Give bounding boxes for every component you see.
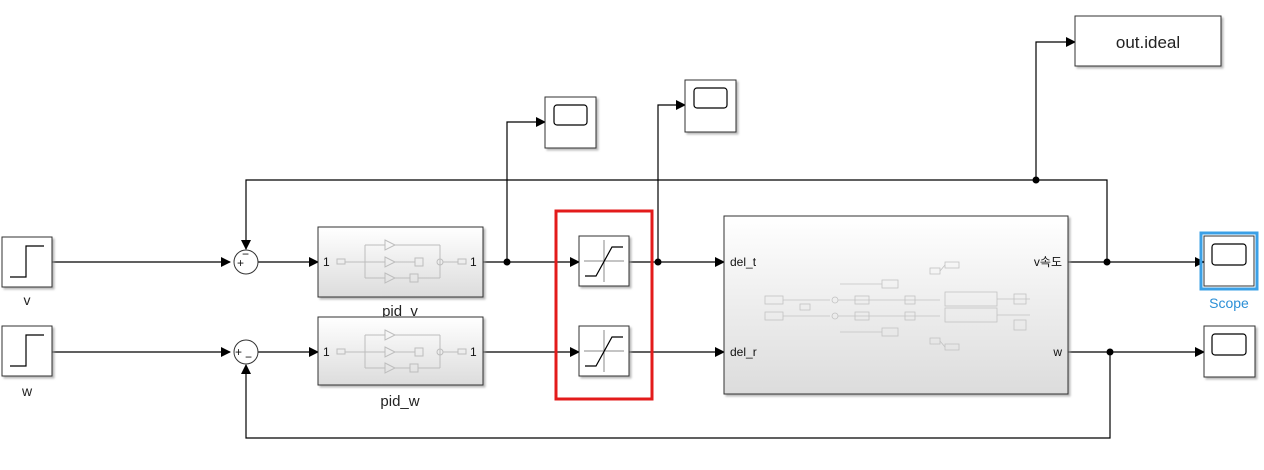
step-icon [10, 334, 44, 367]
plant-out-w: w [1052, 345, 1062, 359]
highlight-box [554, 209, 654, 401]
signal-lines [52, 37, 1205, 439]
scope-icon [693, 87, 728, 109]
sum-v-sign-plus: + [237, 256, 244, 270]
plant-internal-icon [764, 261, 1030, 351]
selection-outline [1199, 231, 1259, 291]
pid-v-internal-icon [336, 239, 467, 284]
to-workspace-block[interactable]: out.ideal [1074, 15, 1222, 67]
saturation-icon [585, 246, 623, 277]
pid-w-label: pid_w [380, 393, 419, 410]
wire-branch-to-workspace[interactable] [1035, 37, 1076, 180]
scope-block-w[interactable] [1203, 325, 1256, 378]
sum-v-sign-minus: − [242, 247, 249, 261]
saturation-icon [585, 336, 623, 367]
scope-label: Scope [1209, 295, 1249, 311]
sum-block-w[interactable]: + − [233, 339, 259, 365]
scope-icon [1211, 243, 1247, 266]
branch-point [1032, 176, 1040, 184]
branch-point [654, 258, 662, 266]
sum-w-sign-minus: − [245, 350, 252, 364]
pid-v-out-port: 1 [470, 255, 477, 269]
branch-point [503, 258, 511, 266]
sum-block-v[interactable]: + − [233, 247, 259, 275]
saturation-block-t[interactable] [578, 235, 630, 287]
pid-v-subsystem[interactable]: 1 1 pid_v [317, 226, 484, 320]
plant-in-del-r: del_r [730, 345, 757, 359]
step-icon [10, 245, 44, 278]
wire-feedback-w[interactable] [241, 352, 1111, 439]
pid-w-subsystem[interactable]: 1 1 pid_w [317, 316, 484, 410]
wire-branch-to-scope-pid[interactable] [506, 117, 546, 262]
pid-w-in-port: 1 [323, 345, 330, 359]
workspace-variable-label: out.ideal [1116, 33, 1180, 52]
pid-w-internal-icon [336, 329, 467, 374]
scope-block-pid-output[interactable] [544, 96, 597, 149]
scope-block-v[interactable]: Scope [1199, 231, 1259, 311]
branch-points [503, 176, 1114, 356]
step-v-label: v [24, 292, 31, 308]
pid-v-label: pid_v [382, 303, 418, 320]
plant-in-del-t: del_t [730, 255, 757, 269]
sum-w-sign-plus: + [235, 345, 242, 359]
step-block-w[interactable]: w [1, 325, 53, 399]
plant-out-v: v속도 [1034, 255, 1062, 269]
step-block-v[interactable]: v [1, 236, 53, 308]
pid-w-out-port: 1 [470, 345, 477, 359]
pid-v-in-port: 1 [323, 255, 330, 269]
saturation-block-r[interactable] [578, 325, 630, 377]
wire-branch-to-scope-sat[interactable] [657, 100, 686, 262]
step-w-label: w [21, 383, 33, 399]
scope-block-saturation-output[interactable] [684, 79, 737, 133]
wire-feedback-v[interactable] [241, 179, 1108, 262]
plant-subsystem[interactable]: del_t del_r v속도 w [723, 215, 1069, 395]
branch-point [1103, 258, 1111, 266]
branch-point [1106, 348, 1114, 356]
scope-icon [1211, 333, 1247, 356]
scope-icon [553, 104, 588, 126]
